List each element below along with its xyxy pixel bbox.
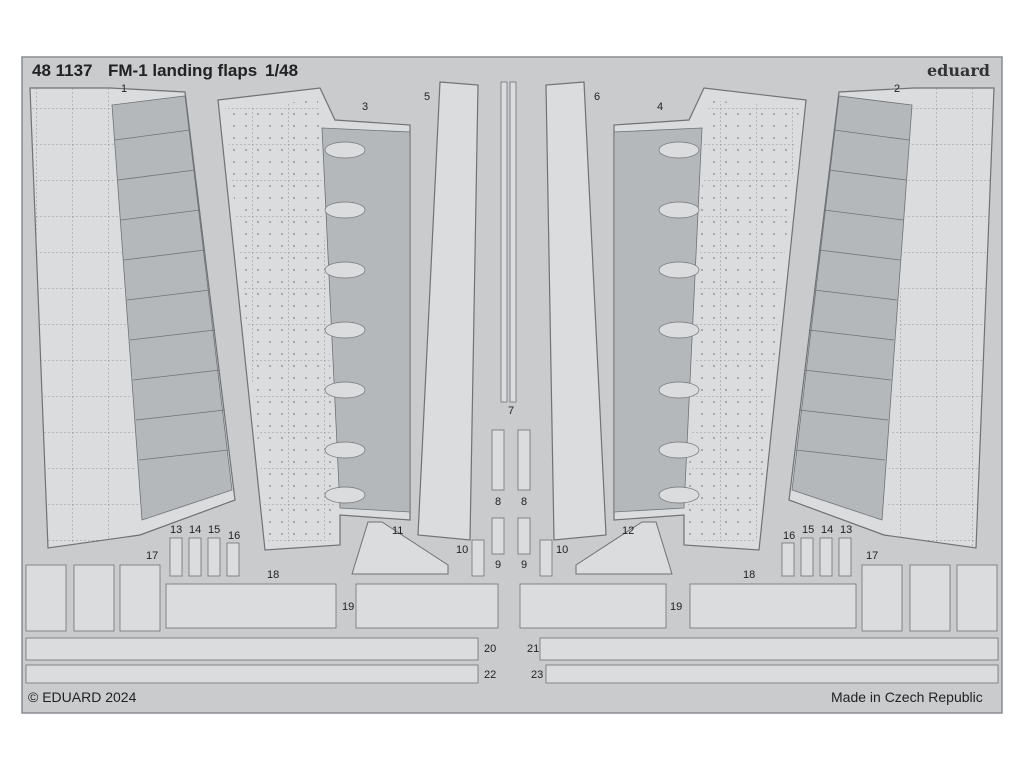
part-number: 10: [456, 544, 469, 556]
part-2-flap-panel: [788, 87, 995, 549]
part-number: 1: [121, 83, 128, 95]
part-number: 22: [484, 669, 497, 681]
part-number: 8: [495, 496, 502, 508]
brand-logo: eduard: [927, 61, 990, 80]
part-17-hinges: [25, 564, 998, 632]
part-number: 16: [783, 530, 796, 542]
part-number: 9: [521, 559, 528, 571]
part-number: 3: [362, 101, 369, 113]
parts-20-23-long-strips: [25, 637, 999, 684]
parts-13-16-strips: [169, 537, 852, 577]
part-12-bracket: [575, 521, 673, 575]
part-number: 2: [894, 83, 901, 95]
part-number: 23: [531, 669, 544, 681]
part-1-flap-panel: [29, 87, 236, 549]
part-number: 20: [484, 643, 497, 655]
part-5-strip: [417, 81, 479, 541]
origin-text: Made in Czech Republic: [831, 689, 983, 705]
part-number: 8: [521, 496, 528, 508]
part-number: 14: [821, 524, 834, 536]
part-number: 5: [424, 91, 431, 103]
part-number: 13: [170, 524, 183, 536]
copyright-text: © EDUARD 2024: [28, 689, 137, 705]
part-number: 18: [267, 569, 280, 581]
product-code: 48 1137: [32, 61, 93, 80]
part-6-strip: [545, 81, 607, 541]
part-number: 10: [556, 544, 569, 556]
part-number: 14: [189, 524, 202, 536]
scale-label: 1/48: [265, 61, 299, 80]
part-11-bracket: [351, 521, 449, 575]
part-7-rods: [500, 81, 517, 403]
part-number: 17: [146, 550, 159, 562]
part-number: 7: [508, 405, 515, 417]
parts-18-19-clip-rows: [165, 583, 857, 629]
product-name: FM-1 landing flaps: [108, 61, 258, 80]
part-number: 9: [495, 559, 502, 571]
part-4-inner-flap: [613, 87, 807, 551]
part-number: 19: [342, 601, 355, 613]
part-number: 12: [622, 525, 635, 537]
part-3-inner-flap: [217, 87, 411, 551]
part-number: 17: [866, 550, 879, 562]
part-number: 13: [840, 524, 853, 536]
part-number: 15: [802, 524, 815, 536]
part-number: 18: [743, 569, 756, 581]
parts-8-9-10-bars: [471, 429, 553, 577]
part-number: 21: [527, 643, 540, 655]
part-number: 6: [594, 91, 601, 103]
part-number: 15: [208, 524, 221, 536]
part-number: 4: [657, 101, 664, 113]
part-number: 19: [670, 601, 683, 613]
part-number: 16: [228, 530, 241, 542]
part-number: 11: [392, 525, 404, 537]
